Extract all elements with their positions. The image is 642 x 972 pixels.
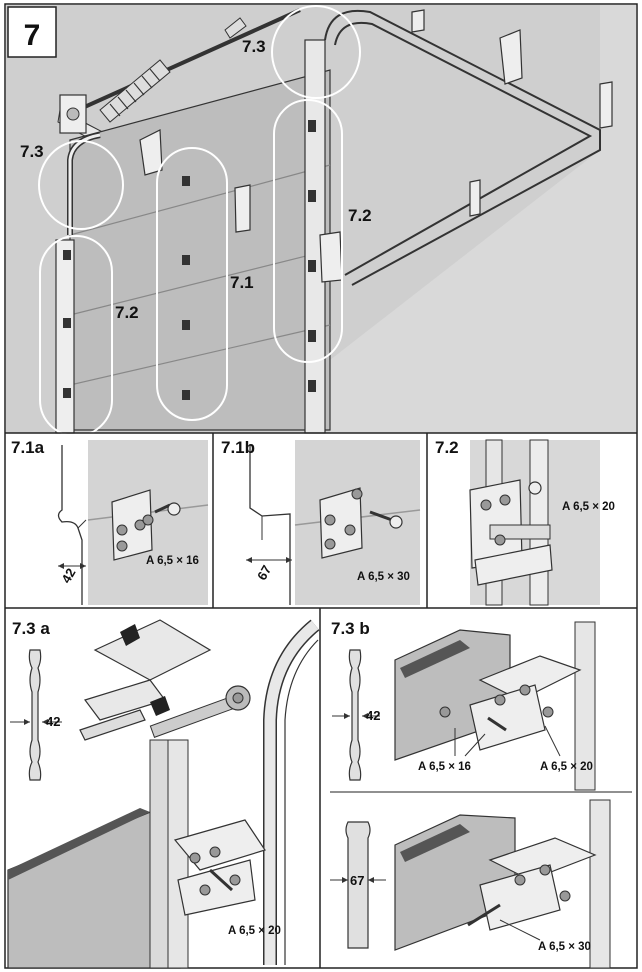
panel-7-3a: 7.3 a 42 A 6,5 × 20 [7, 619, 320, 969]
panel-7-1b-dimension: 67 [254, 563, 274, 583]
panel-7-3b-dimension-42: 42 [366, 708, 380, 723]
panel-7-3b-dimension-67: 67 [350, 873, 364, 888]
panel-7-3b-screw-spec-30: A 6,5 × 30 [538, 941, 591, 953]
panel-7-3a-title: 7.3 a [12, 619, 50, 638]
panel-7-3b-screw-spec-16: A 6,5 × 16 [418, 761, 471, 773]
panel-7-2: 7.2 A 6,5 × 20 [435, 438, 615, 606]
callout-7-3-left: 7.3 [20, 142, 44, 161]
panel-7-1b-screw-spec: A 6,5 × 30 [357, 571, 410, 583]
panel-7-3a-dimension: 42 [46, 714, 60, 729]
panel-7-2-screw-spec: A 6,5 × 20 [562, 501, 615, 513]
panel-7-1b: 7.1b 67 A 6,5 × 30 [221, 438, 421, 605]
callout-7-1: 7.1 [230, 273, 254, 292]
panel-7-1a-screw-spec: A 6,5 × 16 [146, 555, 199, 567]
panel-7-3b-screw-spec-20: A 6,5 × 20 [540, 761, 593, 773]
panel-7-1a-title: 7.1a [11, 438, 45, 457]
callout-7-2-left: 7.2 [115, 303, 139, 322]
panel-7-2-title: 7.2 [435, 438, 459, 457]
panel-7-3b-title: 7.3 b [331, 619, 370, 638]
panel-7-3b: 7.3 b 42 67 A 6,5 × 16 A 6,5 × 20 A 6,5 … [330, 619, 611, 969]
overview-panel: 7.3 7.3 7.2 7.1 7.2 7 [6, 5, 636, 437]
step-number-box [7, 6, 57, 58]
panel-7-1a: 7.1a 42 A 6,5 × 16 [11, 438, 209, 605]
callout-7-3-top: 7.3 [242, 37, 266, 56]
step-number: 7 [24, 19, 41, 52]
panel-7-1b-title: 7.1b [221, 438, 255, 457]
panel-7-3a-screw-spec: A 6,5 × 20 [228, 925, 281, 937]
panel-7-1a-dimension: 42 [58, 566, 78, 586]
callout-7-2-right: 7.2 [348, 206, 372, 225]
